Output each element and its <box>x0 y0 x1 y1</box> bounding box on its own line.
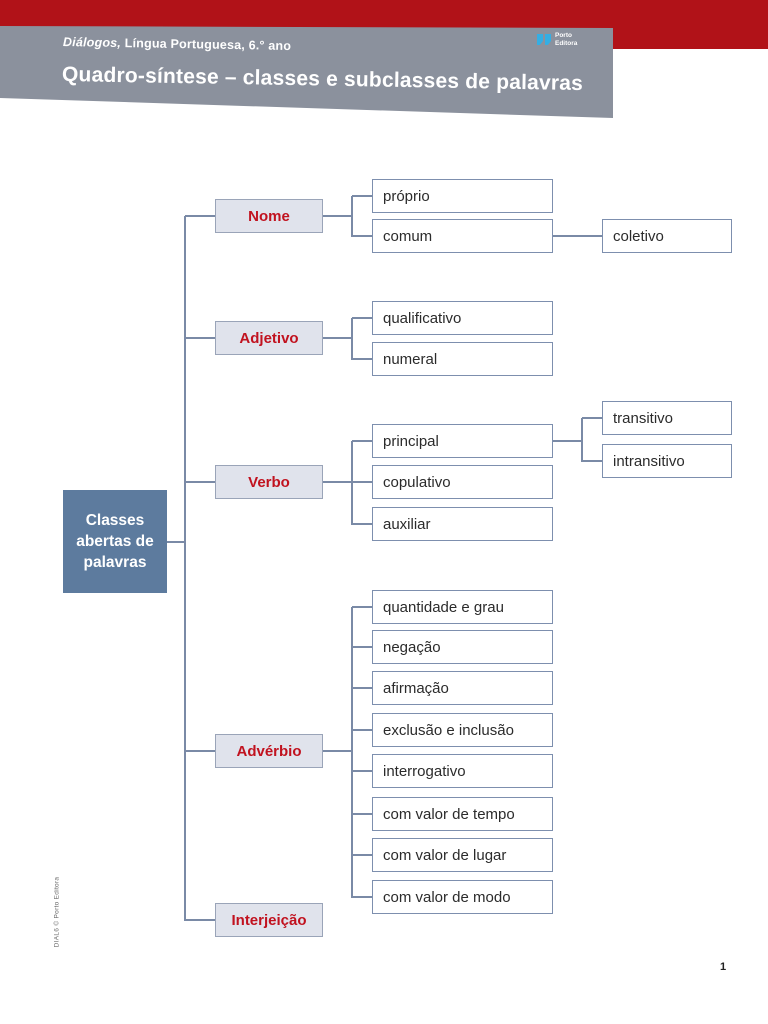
copyright-vertical-text: DIAL6 © Porto Editora <box>53 876 61 948</box>
subclass-box-qualificativo: qualificativo <box>372 301 553 335</box>
porto-editora-logo-icon <box>537 32 552 50</box>
header-gray-panel: Diálogos, Língua Portuguesa, 6.° ano Por… <box>0 26 613 118</box>
subclass-box-principal: principal <box>372 424 553 458</box>
subclass-box-com-valor-de-tempo: com valor de tempo <box>372 797 553 831</box>
subclass-box-transitivo: transitivo <box>602 401 732 435</box>
class-box-interjeicao: Interjeição <box>215 903 323 937</box>
subclass-box-proprio: próprio <box>372 179 553 213</box>
class-box-nome: Nome <box>215 199 323 233</box>
subclass-box-coletivo: coletivo <box>602 219 732 253</box>
series-title: Diálogos, Língua Portuguesa, 6.° ano <box>63 35 291 53</box>
class-box-adverbio: Advérbio <box>215 734 323 768</box>
page-title: Quadro-síntese – classes e subclasses de… <box>61 63 584 96</box>
subclass-box-copulativo: copulativo <box>372 465 553 499</box>
logo-text-line2: Editora <box>555 39 578 47</box>
series-title-book: Diálogos, <box>62 35 122 51</box>
subclass-box-afirmacao: afirmação <box>372 671 553 705</box>
series-title-subject: Língua Portuguesa, 6.° ano <box>120 36 292 53</box>
subclass-box-negacao: negação <box>372 630 553 664</box>
page-number: 1 <box>720 961 727 973</box>
subclass-box-auxiliar: auxiliar <box>372 507 553 541</box>
subclass-box-com-valor-de-lugar: com valor de lugar <box>372 838 553 872</box>
subclass-box-intransitivo: intransitivo <box>602 444 732 478</box>
subclass-box-interrogativo: interrogativo <box>372 754 553 788</box>
logo-text-line1: Porto <box>555 32 572 39</box>
subclass-box-numeral: numeral <box>372 342 553 376</box>
subclass-box-exclusao-e-inclusao: exclusão e inclusão <box>372 713 553 747</box>
subclass-box-comum: comum <box>372 219 553 253</box>
porto-editora-logo-text: Porto Editora <box>555 32 577 47</box>
root-box-classes-abertas: Classes abertas de palavras <box>63 490 167 593</box>
subclass-box-quantidade-e-grau: quantidade e grau <box>372 590 553 624</box>
subclass-box-com-valor-de-modo: com valor de modo <box>372 880 553 914</box>
porto-editora-logo: Porto Editora <box>537 32 577 50</box>
class-box-adjetivo: Adjetivo <box>215 321 323 355</box>
class-box-verbo: Verbo <box>215 465 323 499</box>
